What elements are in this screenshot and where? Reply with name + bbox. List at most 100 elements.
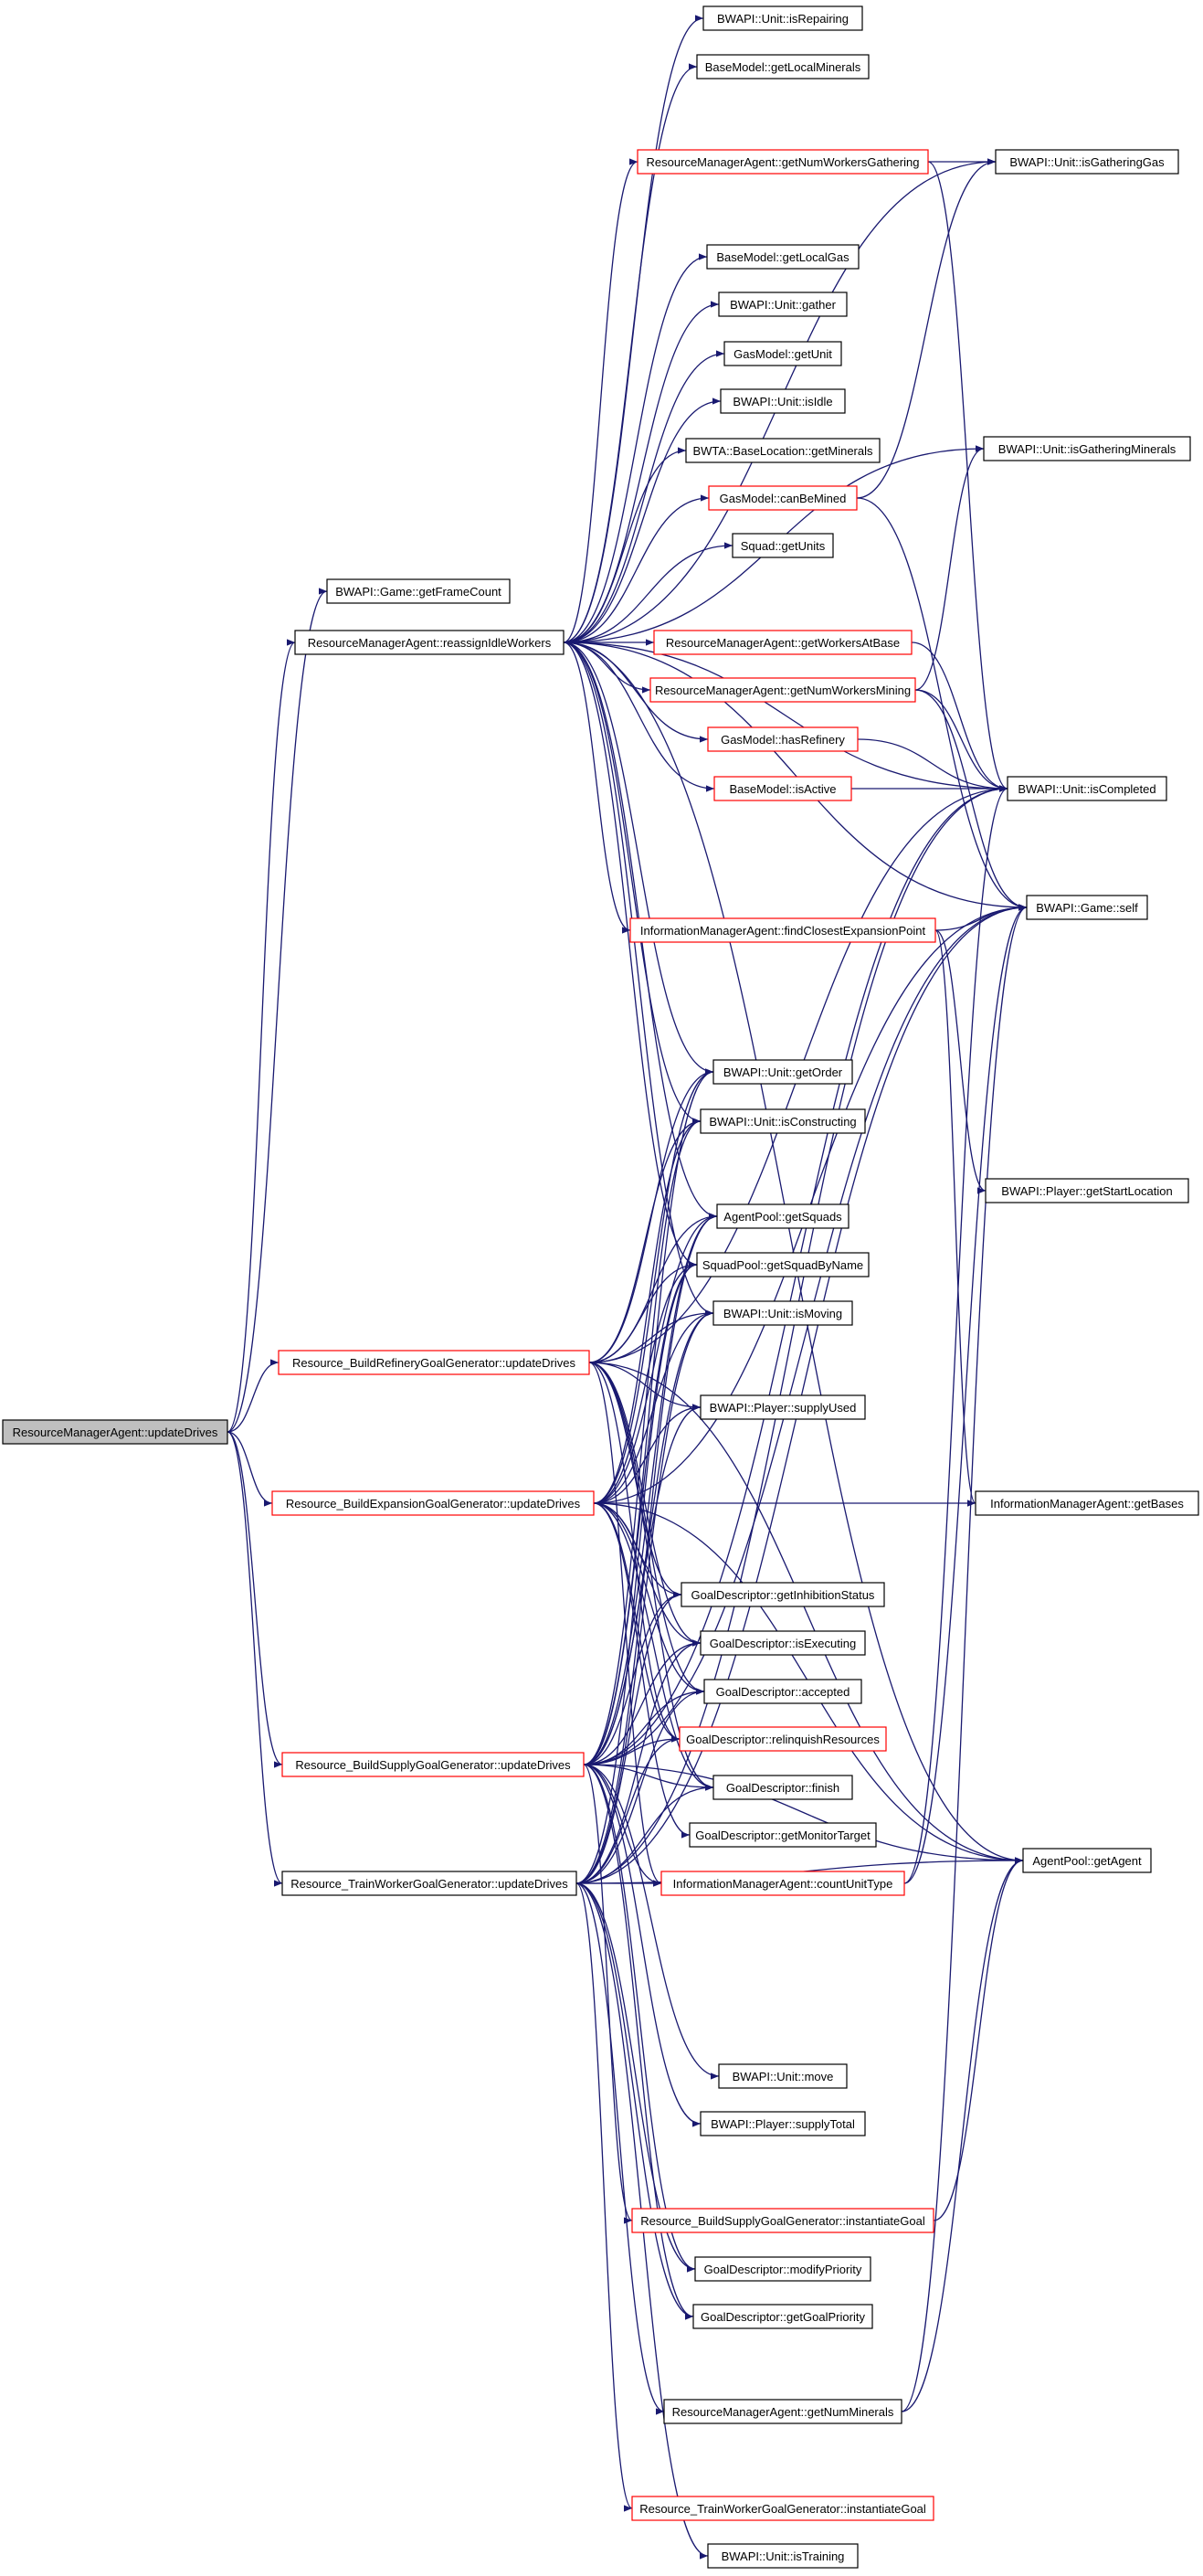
call-edge (857, 738, 1008, 792)
call-edge (593, 1213, 718, 1504)
node-unit-is-completed[interactable]: BWAPI::Unit::isCompleted (1007, 776, 1167, 801)
node-unit-gather[interactable]: BWAPI::Unit::gather (718, 292, 848, 317)
svg-text:BWAPI::Unit::gather: BWAPI::Unit::gather (730, 298, 837, 312)
svg-text:Resource_BuildSupplyGoalGenera: Resource_BuildSupplyGoalGenerator::insta… (640, 2214, 925, 2228)
call-edge (575, 1688, 705, 1884)
node-goal-get-inhibition-status[interactable]: GoalDescriptor::getInhibitionStatus (681, 1582, 885, 1607)
call-edge (583, 904, 1028, 1765)
node-build-refinery-update-drives[interactable]: Resource_BuildRefineryGoalGenerator::upd… (278, 1350, 590, 1375)
node-player-supply-used[interactable]: BWAPI::Player::supplyUsed (700, 1394, 866, 1420)
node-goal-get-goal-priority[interactable]: GoalDescriptor::getGoalPriority (692, 2304, 873, 2329)
call-edge (227, 1431, 283, 1768)
node-base-model-get-local-gas[interactable]: BaseModel::getLocalGas (706, 244, 860, 270)
node-squad-pool-get-squad-by-name[interactable]: SquadPool::getSquadByName (696, 1252, 870, 1277)
node-train-worker-instantiate-goal[interactable]: Resource_TrainWorkerGoalGenerator::insta… (631, 2496, 934, 2521)
call-edge (563, 158, 638, 643)
svg-text:AgentPool::getAgent: AgentPool::getAgent (1032, 1854, 1142, 1868)
node-build-expansion-update-drives[interactable]: Resource_BuildExpansionGoalGenerator::up… (271, 1490, 595, 1516)
svg-text:BWAPI::Game::self: BWAPI::Game::self (1036, 901, 1138, 915)
node-unit-is-constructing[interactable]: BWAPI::Unit::isConstructing (700, 1108, 866, 1134)
node-base-model-get-local-minerals[interactable]: BaseModel::getLocalMinerals (696, 54, 870, 80)
call-edge (575, 1784, 714, 1884)
node-unit-get-order[interactable]: BWAPI::Unit::getOrder (712, 1059, 853, 1085)
svg-text:BWAPI::Player::getStartLocatio: BWAPI::Player::getStartLocation (1001, 1184, 1172, 1198)
call-edge (575, 1591, 682, 1884)
node-game-get-frame-count[interactable]: BWAPI::Game::getFrameCount (326, 578, 511, 604)
node-root-update-drives[interactable]: ResourceManagerAgent::updateDrives (2, 1419, 228, 1445)
call-edge (593, 1502, 702, 1647)
call-edge (575, 1882, 633, 2512)
call-edge (583, 1764, 720, 2080)
call-edge (856, 497, 1028, 911)
node-unit-is-gathering-gas[interactable]: BWAPI::Unit::isGatheringGas (995, 149, 1179, 175)
node-base-model-is-active[interactable]: BaseModel::isActive (713, 776, 852, 801)
node-im-get-bases[interactable]: InformationManagerAgent::getBases (975, 1490, 1199, 1516)
node-unit-is-gathering-minerals[interactable]: BWAPI::Unit::isGatheringMinerals (983, 436, 1191, 461)
call-edge (563, 447, 687, 643)
call-edge (563, 542, 733, 643)
node-rm-get-workers-at-base[interactable]: ResourceManagerAgent::getWorkersAtBase (653, 630, 913, 655)
call-edge (583, 1764, 1024, 1864)
call-edge (583, 1068, 714, 1765)
node-goal-modify-priority[interactable]: GoalDescriptor::modifyPriority (694, 2256, 871, 2282)
svg-text:BWAPI::Unit::isIdle: BWAPI::Unit::isIdle (733, 395, 832, 408)
call-edge (227, 588, 328, 1433)
call-edge (593, 1502, 691, 1839)
call-edge (583, 1764, 633, 2224)
svg-text:BaseModel::getLocalGas: BaseModel::getLocalGas (716, 250, 849, 264)
node-squad-get-units[interactable]: Squad::getUnits (732, 533, 834, 558)
node-goal-finish[interactable]: GoalDescriptor::finish (712, 1775, 853, 1800)
node-agent-pool-get-agent[interactable]: AgentPool::getAgent (1022, 1848, 1152, 1873)
node-train-worker-update-drives[interactable]: Resource_TrainWorkerGoalGenerator::updat… (281, 1871, 577, 1896)
node-im-count-unit-type[interactable]: InformationManagerAgent::countUnitType (660, 1871, 905, 1896)
call-edge (593, 1502, 705, 1695)
svg-text:Squad::getUnits: Squad::getUnits (741, 539, 826, 553)
node-unit-is-moving[interactable]: BWAPI::Unit::isMoving (712, 1300, 853, 1326)
node-unit-is-training[interactable]: BWAPI::Unit::isTraining (707, 2543, 859, 2569)
call-edge (583, 1764, 702, 2127)
node-build-supply-update-drives[interactable]: Resource_BuildSupplyGoalGenerator::updat… (281, 1752, 585, 1777)
svg-text:InformationManagerAgent::findC: InformationManagerAgent::findClosestExpa… (640, 924, 926, 938)
node-goal-is-executing[interactable]: GoalDescriptor::isExecuting (700, 1630, 866, 1656)
node-rm-get-num-minerals[interactable]: ResourceManagerAgent::getNumMinerals (663, 2399, 902, 2424)
svg-text:BWAPI::Unit::getOrder: BWAPI::Unit::getOrder (723, 1065, 843, 1079)
node-rm-get-num-workers-mining[interactable]: ResourceManagerAgent::getNumWorkersMinin… (649, 677, 916, 703)
svg-text:SquadPool::getSquadByName: SquadPool::getSquadByName (702, 1258, 863, 1272)
node-game-self[interactable]: BWAPI::Game::self (1026, 895, 1148, 920)
node-gas-model-has-refinery[interactable]: GasModel::hasRefinery (707, 726, 859, 752)
svg-text:Resource_BuildExpansionGoalGen: Resource_BuildExpansionGoalGenerator::up… (286, 1497, 581, 1511)
call-edge (583, 1261, 698, 1765)
node-goal-relinquish-resources[interactable]: GoalDescriptor::relinquishResources (679, 1726, 887, 1752)
node-gas-model-get-unit[interactable]: GasModel::getUnit (723, 341, 842, 366)
svg-text:GoalDescriptor::modifyPriority: GoalDescriptor::modifyPriority (704, 2263, 862, 2276)
call-edge (575, 1309, 714, 1884)
node-bwta-get-minerals[interactable]: BWTA::BaseLocation::getMinerals (685, 438, 881, 463)
node-player-supply-total[interactable]: BWAPI::Player::supplyTotal (700, 2111, 866, 2136)
node-goal-get-monitor-target[interactable]: GoalDescriptor::getMonitorTarget (689, 1822, 877, 1848)
call-edge (563, 641, 1028, 911)
call-edge (583, 1639, 702, 1765)
call-edge (227, 1359, 280, 1433)
svg-text:BWAPI::Unit::isGatheringMinera: BWAPI::Unit::isGatheringMinerals (998, 442, 1177, 456)
node-player-get-start-location[interactable]: BWAPI::Player::getStartLocation (985, 1178, 1189, 1203)
node-unit-move[interactable]: BWAPI::Unit::move (718, 2063, 848, 2089)
call-edge (575, 1882, 694, 2320)
node-goal-accepted[interactable]: GoalDescriptor::accepted (703, 1679, 862, 1704)
node-gas-model-can-be-mined[interactable]: GasModel::canBeMined (708, 485, 858, 511)
svg-text:BWAPI::Unit::isConstructing: BWAPI::Unit::isConstructing (709, 1115, 856, 1129)
node-agent-pool-get-squads[interactable]: AgentPool::getSquads (716, 1203, 849, 1229)
call-edge (588, 1118, 702, 1363)
node-rm-get-num-workers-gathering[interactable]: ResourceManagerAgent::getNumWorkersGathe… (637, 149, 929, 175)
node-supply-instantiate-goal[interactable]: Resource_BuildSupplyGoalGenerator::insta… (631, 2208, 934, 2233)
call-edge (563, 641, 714, 1317)
node-rm-reassign-idle-workers[interactable]: ResourceManagerAgent::reassignIdleWorker… (294, 630, 565, 655)
svg-text:Resource_BuildRefineryGoalGene: Resource_BuildRefineryGoalGenerator::upd… (292, 1356, 575, 1370)
node-unit-is-idle[interactable]: BWAPI::Unit::isIdle (720, 388, 846, 414)
svg-text:BWAPI::Unit::isGatheringGas: BWAPI::Unit::isGatheringGas (1009, 155, 1165, 169)
call-edge (583, 1213, 718, 1765)
call-edge (563, 253, 708, 643)
node-unit-is-repairing[interactable]: BWAPI::Unit::isRepairing (702, 5, 863, 31)
node-im-find-closest-expansion-point[interactable]: InformationManagerAgent::findClosestExpa… (629, 917, 936, 943)
svg-text:BWAPI::Unit::move: BWAPI::Unit::move (733, 2070, 834, 2083)
